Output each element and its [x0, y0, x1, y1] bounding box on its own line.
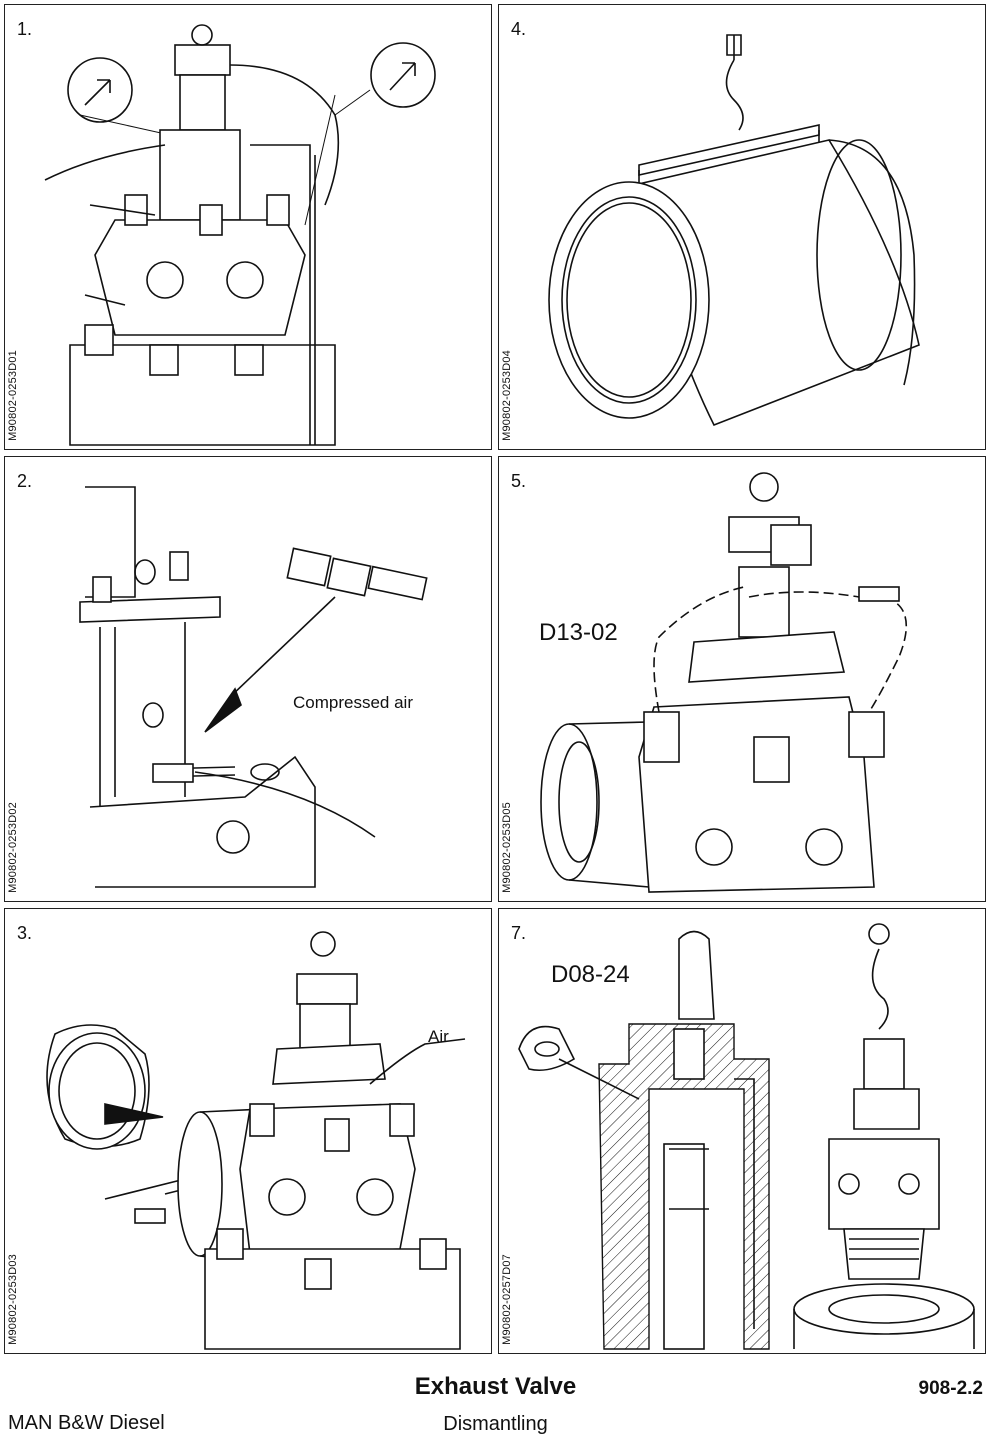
- step-number: 2.: [17, 471, 33, 491]
- company-name: MAN B&W Diesel: [8, 1412, 165, 1434]
- panel-step-4: 4. M90802-0253D04: [498, 4, 986, 450]
- panel-step-7: 7. M90802-0257D07 D08-24: [498, 908, 986, 1354]
- tool-reference: D13-02: [539, 619, 618, 646]
- valve-housing-lifting-drawing: [548, 34, 920, 427]
- step-number: 7.: [511, 923, 527, 943]
- step-number: 3.: [17, 923, 33, 943]
- valve-spindle-section-drawing: [518, 923, 975, 1350]
- panel-step-5: 5. M90802-0253D05 D13-02: [498, 456, 986, 902]
- valve-with-hydraulic-hoses-drawing: [44, 24, 436, 446]
- step-number: 5.: [511, 471, 527, 491]
- hydraulic-tool-mounted-drawing: [540, 472, 908, 893]
- tool-reference: D08-24: [551, 961, 630, 988]
- document-title: Exhaust Valve: [414, 1373, 577, 1400]
- document-subtitle: Dismantling: [443, 1413, 548, 1435]
- panel-step-1: 1. M90802-0253D01: [4, 4, 492, 450]
- panel-step-3: 3. M90802-0253D03 Air: [4, 908, 492, 1354]
- compressed-air-connection-drawing: [79, 486, 428, 888]
- panel-step-2: 2. M90802-0253D02 Compressed air: [4, 456, 492, 902]
- step-number: 1.: [17, 19, 33, 39]
- step-number: 4.: [511, 19, 527, 39]
- compressed-air-label: Compressed air: [293, 693, 413, 712]
- document-number: 908-2.2: [918, 1378, 983, 1399]
- air-supply-and-plug-drawing: [46, 931, 466, 1350]
